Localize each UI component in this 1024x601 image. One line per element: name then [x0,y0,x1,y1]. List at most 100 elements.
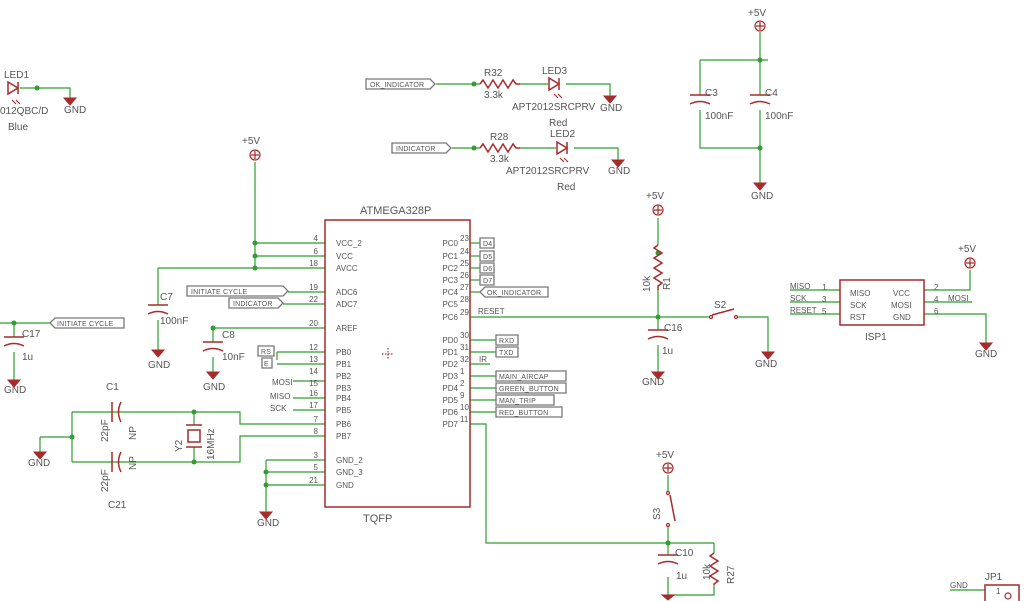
r32: R32 3.3k [479,68,520,101]
ic-pin-name: AREF [336,324,357,333]
svg-text:INITIATE CYCLE: INITIATE CYCLE [191,289,247,296]
svg-text:GND: GND [755,359,777,370]
ic-pin-number: 27 [460,283,469,292]
vcc-symbol-r1: +5V [646,191,664,216]
gnd-symbol-c10 [660,594,676,601]
led3-name: LED3 [542,66,567,77]
gnd-symbol-s2: GND [755,351,777,370]
c21: 22pF NP C21 [100,451,139,511]
svg-text:+5V: +5V [646,191,664,202]
ic-pin-number: 28 [460,295,469,304]
svg-text:C4: C4 [765,88,778,99]
svg-text:22pF: 22pF [100,419,111,442]
ic-pin-name: PD1 [442,348,458,357]
r28: R28 3.3k [479,132,520,165]
s3-switch: S3 [652,490,676,528]
ic-pin-name: PB0 [336,348,352,357]
led1-name: LED1 [4,70,29,81]
svg-text:10k: 10k [702,563,713,580]
svg-text:C3: C3 [705,88,718,99]
svg-text:C17: C17 [22,329,41,340]
svg-text:INITIATE CYCLE: INITIATE CYCLE [57,321,113,328]
ic-pin-name: PD5 [442,396,458,405]
net-label-rs: RS [257,345,275,357]
svg-text:3.3k: 3.3k [484,90,504,101]
c4: C4 100nF [749,88,793,122]
ic-pin-number: 9 [460,391,465,400]
net-label-initiate-cycle-adc6: INITIATE CYCLE [186,285,289,297]
ic-pin-name: PD7 [442,420,458,429]
ic-pin-name: GND_2 [336,456,363,465]
atmega328p-chip: ATMEGA328P TQFP 4VCC_26VCC18AVCC19ADC622… [309,205,471,525]
svg-text:SCK: SCK [790,294,807,303]
net-label-mosi: MOSI [272,378,292,387]
c3: C3 100nF [689,88,733,122]
ic-pin-number: 12 [309,343,318,352]
ic-pin-number: 24 [460,247,469,256]
svg-text:S3: S3 [652,507,663,520]
led1: LED1 012QBC/D Blue [0,70,48,133]
svg-text:MISO: MISO [790,282,810,291]
net-label-d6: D6 [479,262,495,274]
ic-pin-name: PC3 [442,276,458,285]
ic-pin-name: ADC7 [336,300,358,309]
jp1-header: 1 JP1 GND [950,572,1020,601]
net-label-ok-indicator-top: OK_INDICATOR [365,78,436,90]
ic-pin-name: PB1 [336,360,352,369]
gnd-symbol-led3: GND [600,95,622,114]
ic-pin-number: 8 [314,427,319,436]
svg-text:+5V: +5V [748,8,766,19]
svg-text:MOSI: MOSI [891,301,911,310]
led2-name: LED2 [550,129,575,140]
net-label-green-button: GREEN_BUTTON [495,382,567,394]
svg-text:C7: C7 [160,292,173,303]
led3: LED3 APT2012SRCPRV Red [512,66,596,129]
svg-text:R28: R28 [490,132,509,143]
net-label-indicator-top: INDICATOR [391,142,452,154]
net-label-red-button: RED_BUTTON [495,406,563,418]
ic-right-pins: PC023PC124PC225PC326PC427PC528PC629PD030… [442,234,469,429]
ic-pin-number: 32 [460,355,469,364]
svg-text:GND: GND [600,103,622,114]
ic-pin-number: 11 [460,415,469,424]
svg-text:NP: NP [128,456,139,470]
svg-text:6: 6 [934,307,939,316]
svg-text:C8: C8 [222,330,235,341]
svg-text:100nF: 100nF [160,316,188,327]
svg-text:MAN_TRIP: MAN_TRIP [499,398,536,405]
s2-switch: S2 [708,300,739,320]
svg-text:INDICATOR: INDICATOR [233,301,273,308]
gnd-symbol-c17: GND [4,379,26,396]
svg-text:1u: 1u [676,571,687,582]
gnd-symbol-c16: GND [642,371,666,388]
svg-text:10nF: 10nF [222,352,245,363]
vcc-symbol-ic: +5V [242,136,261,161]
svg-text:ISP1: ISP1 [865,332,887,343]
ic-pin-name: PB2 [336,372,352,381]
svg-text:R1: R1 [662,277,673,290]
c1: C1 22pF NP [100,382,139,442]
svg-text:VCC: VCC [893,289,910,298]
c8: C8 10nF [202,330,245,363]
ic-pin-number: 23 [460,234,469,243]
net-label-main-aircap: MAIN_AIRCAP [495,370,567,382]
ic-pin-number: 20 [309,319,318,328]
net-label-txd: TXD [495,346,519,358]
isp1-connector: MISO SCK RST VCC MOSI GND 1 3 5 2 4 6 MI… [790,279,968,343]
svg-text:RED_BUTTON: RED_BUTTON [499,410,548,417]
ic-pin-name: VCC [336,252,353,261]
svg-text:10k: 10k [642,275,653,292]
svg-text:GND: GND [975,349,997,360]
ic-pin-number: 16 [309,389,318,398]
svg-text:22pF: 22pF [100,469,111,492]
c17: C17 1u [3,329,41,363]
ic-pin-name: GND_3 [336,468,363,477]
ic-pin-name: PD6 [442,408,458,417]
svg-text:TXD: TXD [499,350,514,357]
led2-color: Red [557,182,575,193]
ic-pin-number: 1 [460,367,465,376]
ic-pin-name: VCC_2 [336,239,362,248]
svg-text:+5V: +5V [656,450,674,461]
net-label-indicator-adc7: INDICATOR [228,297,284,309]
net-label-initiate-cycle-c17: INITIATE CYCLE [49,317,125,329]
